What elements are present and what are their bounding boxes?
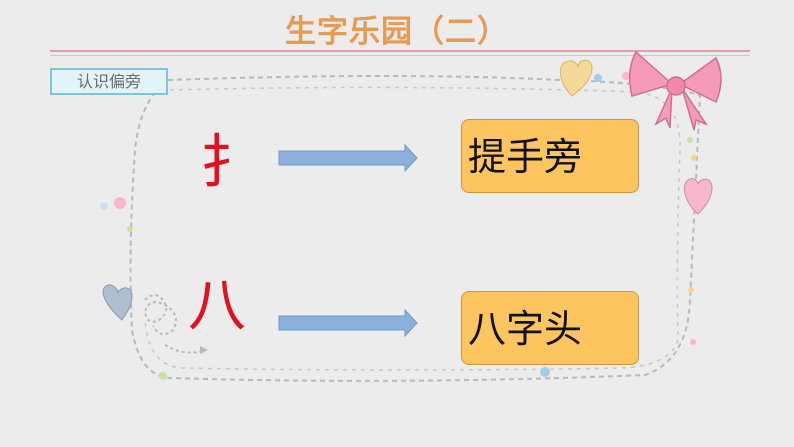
radical-char-2: 八 [188,271,247,339]
section-tag: 认识偏旁 [50,68,168,95]
page-title: 生字乐园（二） [285,14,509,50]
radical-name-box-2: 八字头 [461,291,639,365]
title-rule-top [50,50,750,52]
radical-char-1: 扌 [200,128,259,196]
radical-name-box-1: 提手旁 [461,119,639,193]
title-rule-bottom [50,55,750,56]
